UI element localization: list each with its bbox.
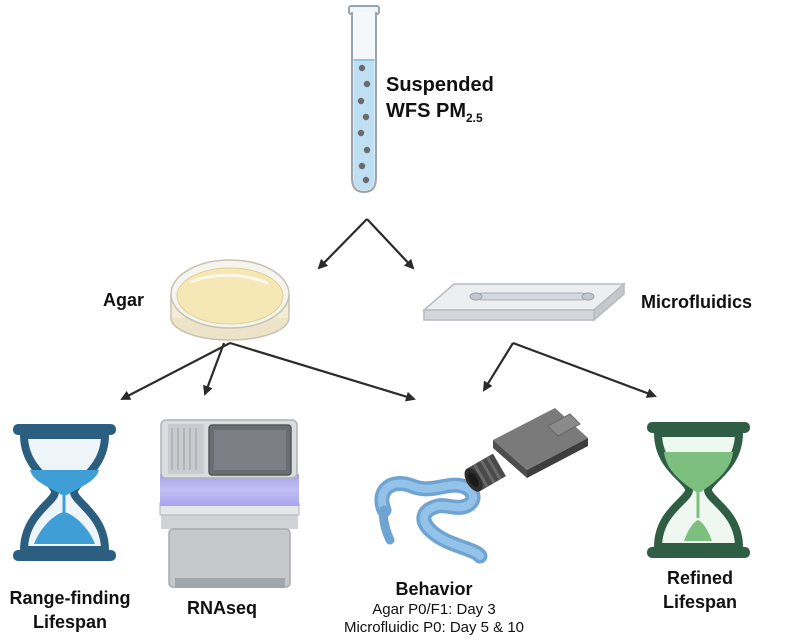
suspended-sample-label: Suspended WFS PM2.5: [386, 72, 494, 131]
behavior-detail-microfluidic: Microfluidic P0: Day 5 & 10: [343, 619, 525, 636]
behavior-title: Behavior: [395, 579, 473, 599]
flow-arrows: [120, 218, 657, 402]
range-finding-line2: Lifespan: [32, 612, 107, 632]
rnaseq-label: RNAseq: [186, 598, 257, 618]
range-finding-line1: Range-finding: [9, 588, 131, 608]
arrow-to-refined-lifespan: [512, 341, 657, 398]
sequencer-icon: [159, 419, 300, 588]
worm-icon: [374, 476, 488, 564]
petri-dish-icon: [170, 259, 290, 341]
test-tube-icon: [348, 5, 380, 194]
arrow-to-range-finding: [120, 342, 231, 400]
source-title-text: WFS PM: [386, 100, 466, 122]
arrow-micro-to-behavior: [482, 342, 514, 392]
source-title-line1: Suspended: [386, 74, 494, 96]
source-subscript: 2.5: [466, 111, 483, 125]
camera-icon: [464, 408, 588, 492]
source-title-line2: WFS PM2.5: [386, 98, 494, 131]
range-finding-lifespan-label: Range-finding Lifespan: [0, 586, 140, 634]
arrow-to-rnaseq: [203, 342, 226, 396]
arrow-to-microfluidics: [366, 218, 415, 270]
arrow-agar-to-behavior: [229, 341, 416, 402]
agar-label: Agar: [103, 290, 145, 310]
arrow-to-agar: [317, 218, 368, 270]
refined-line2: Lifespan: [662, 592, 737, 612]
refined-line1: Refined: [666, 568, 733, 588]
hourglass-icon: [647, 422, 750, 558]
microfluidic-chip-icon: [421, 282, 627, 322]
hourglass-icon: [13, 424, 116, 561]
particles: [357, 64, 371, 184]
refined-lifespan-label: Refined Lifespan: [640, 566, 760, 614]
behavior-label-block: Behavior Agar P0/F1: Day 3 Microfluidic …: [318, 577, 550, 637]
microfluidics-label: Microfluidics: [641, 292, 753, 312]
behavior-detail-agar: Agar P0/F1: Day 3: [372, 601, 496, 618]
